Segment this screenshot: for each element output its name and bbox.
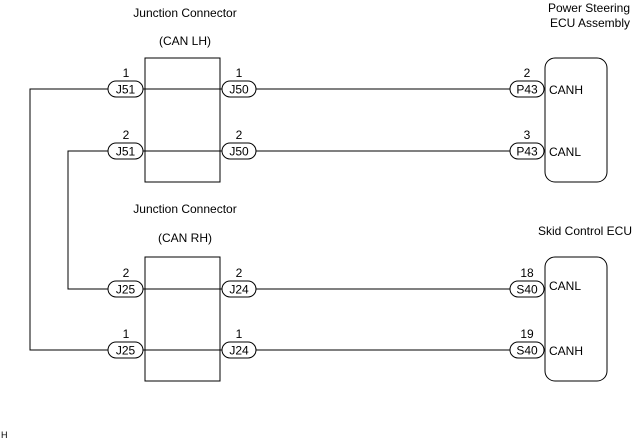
connector-p43-pin3 [509,142,545,160]
skid-control-ecu-box [544,256,608,382]
junction-connector-lh-box [144,57,221,183]
connector-code: P43 [516,83,538,97]
connector-code: J51 [116,83,136,97]
connector-code: P43 [516,145,538,159]
connector-j24-pin1 [221,341,257,359]
pin-number: 2 [524,66,531,80]
row-canh-upper: 1 1 2 J51 J50 P43 CANH [107,66,583,98]
canh-loop-wire [29,88,108,351]
canl-loop-wire [67,150,108,290]
connector-code: J51 [116,145,136,159]
junction-lh-title: Junction Connector [133,6,236,20]
signal-label: CANH [549,83,583,97]
row-canh-lower: 1 1 19 J25 J24 S40 CANH [107,327,583,359]
signal-label: CANL [549,145,581,159]
connector-code: J24 [229,283,249,297]
junction-rh-title: Junction Connector [133,202,236,216]
signal-label: CANL [549,279,581,293]
connector-code: S40 [516,344,538,358]
connector-j51-pin1 [107,80,144,98]
connector-code: J50 [229,83,249,97]
pin-number: 3 [524,128,531,142]
connector-code: S40 [516,283,538,297]
power-steering-ecu-box [544,57,608,183]
connector-j51-pin2 [107,142,144,160]
junction-connector-rh-box [144,256,221,382]
row-canl-lower: 2 2 18 J25 J24 S40 CANL [107,266,581,298]
pin-number: 2 [123,128,130,142]
connector-code: J24 [229,344,249,358]
connector-code: J25 [116,283,136,297]
skid-control-title: Skid Control ECU [538,224,632,238]
pin-number: 19 [520,327,534,341]
pin-number: 2 [236,266,243,280]
row-canl-upper: 2 2 3 J51 J50 P43 CANL [107,128,581,160]
signal-label: CANH [549,344,583,358]
connector-s40-pin19 [509,341,545,359]
junction-rh-subtitle: (CAN RH) [158,231,212,245]
pin-number: 18 [520,266,534,280]
pin-number: 2 [236,128,243,142]
connector-j24-pin2 [221,280,257,298]
pin-number: 2 [123,266,130,280]
connector-j50-pin2 [221,142,257,160]
pin-number: 1 [236,327,243,341]
pin-number: 1 [123,327,130,341]
connector-code: J25 [116,344,136,358]
corner-mark: H [1,430,8,440]
junction-lh-subtitle: (CAN LH) [159,34,211,48]
power-steering-title-line2: ECU Assembly [550,16,630,30]
connector-p43-pin2 [509,80,545,98]
connector-j50-pin1 [221,80,257,98]
pin-number: 1 [123,66,130,80]
connector-code: J50 [229,145,249,159]
connector-j25-pin1 [107,341,144,359]
power-steering-title-line1: Power Steering [548,1,630,15]
pin-number: 1 [236,66,243,80]
connector-j25-pin2 [107,280,144,298]
connector-s40-pin18 [509,280,545,298]
